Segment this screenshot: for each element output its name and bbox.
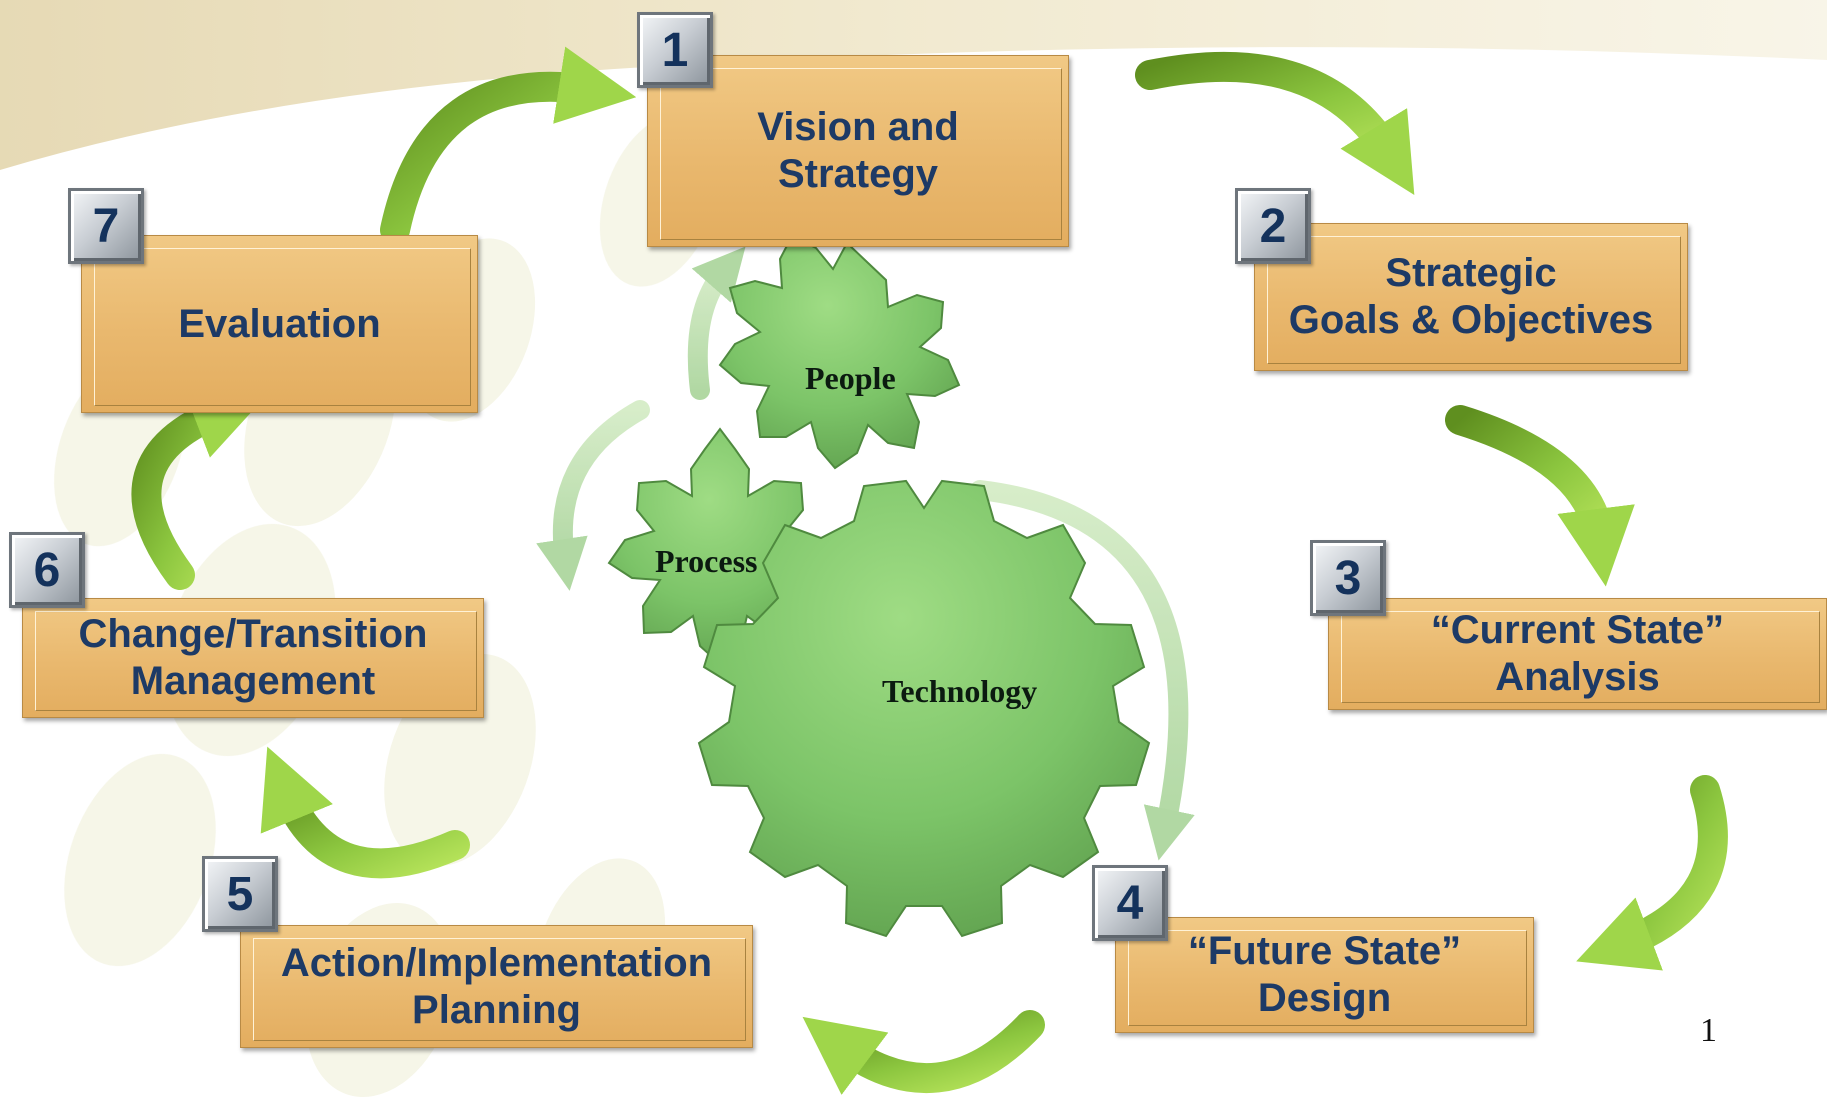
step-3-label: “Current State” Analysis (1430, 608, 1725, 699)
step-box-2: Strategic Goals & Objectives (1254, 223, 1688, 371)
arrow-4-to-5 (802, 1010, 1045, 1095)
gear-label-technology: Technology (882, 673, 1038, 709)
gear-label-people: People (805, 360, 896, 396)
gear-cycle-arrow-2 (536, 400, 650, 591)
people-gear-icon (718, 234, 961, 470)
step-number-badge-2: 2 (1235, 188, 1311, 264)
page-number: 1 (1700, 1012, 1717, 1049)
step-box-6: Change/Transition Management (22, 598, 484, 718)
step-number-badge-4: 4 (1092, 865, 1168, 941)
gear-label-process: Process (655, 543, 758, 579)
step-number-badge-5: 5 (202, 856, 278, 932)
step-7-label: Evaluation (178, 301, 381, 346)
step-2-label: Strategic Goals & Objectives (1288, 251, 1654, 342)
step-number-badge-7: 7 (68, 188, 144, 264)
step-box-5: Action/Implementation Planning (240, 925, 753, 1048)
gear-cycle-arrow-3 (970, 480, 1195, 861)
step-box-1: Vision and Strategy (647, 55, 1069, 247)
step-4-label: “Future State” Design (1187, 929, 1462, 1020)
step-5-label: Action/Implementation Planning (280, 940, 713, 1032)
step-box-7: Evaluation (81, 235, 478, 413)
arrow-7-to-1 (380, 46, 637, 245)
arrow-1-to-2 (1135, 51, 1415, 195)
gear-cycle-arrow-1 (687, 246, 746, 400)
step-6-label: Change/Transition Management (78, 612, 428, 703)
step-1-label: Vision and Strategy (757, 105, 959, 196)
arrow-5-to-6 (260, 746, 470, 879)
step-box-3: “Current State” Analysis (1328, 598, 1827, 710)
arrow-2-to-3 (1445, 405, 1635, 587)
technology-gear-icon (697, 479, 1151, 938)
step-number-badge-6: 6 (9, 532, 85, 608)
step-number-badge-1: 1 (637, 12, 713, 88)
step-number-badge-3: 3 (1310, 540, 1386, 616)
step-box-4: “Future State” Design (1115, 917, 1534, 1033)
arrow-3-to-4 (1576, 775, 1728, 971)
arrow-6-to-7 (131, 384, 269, 590)
